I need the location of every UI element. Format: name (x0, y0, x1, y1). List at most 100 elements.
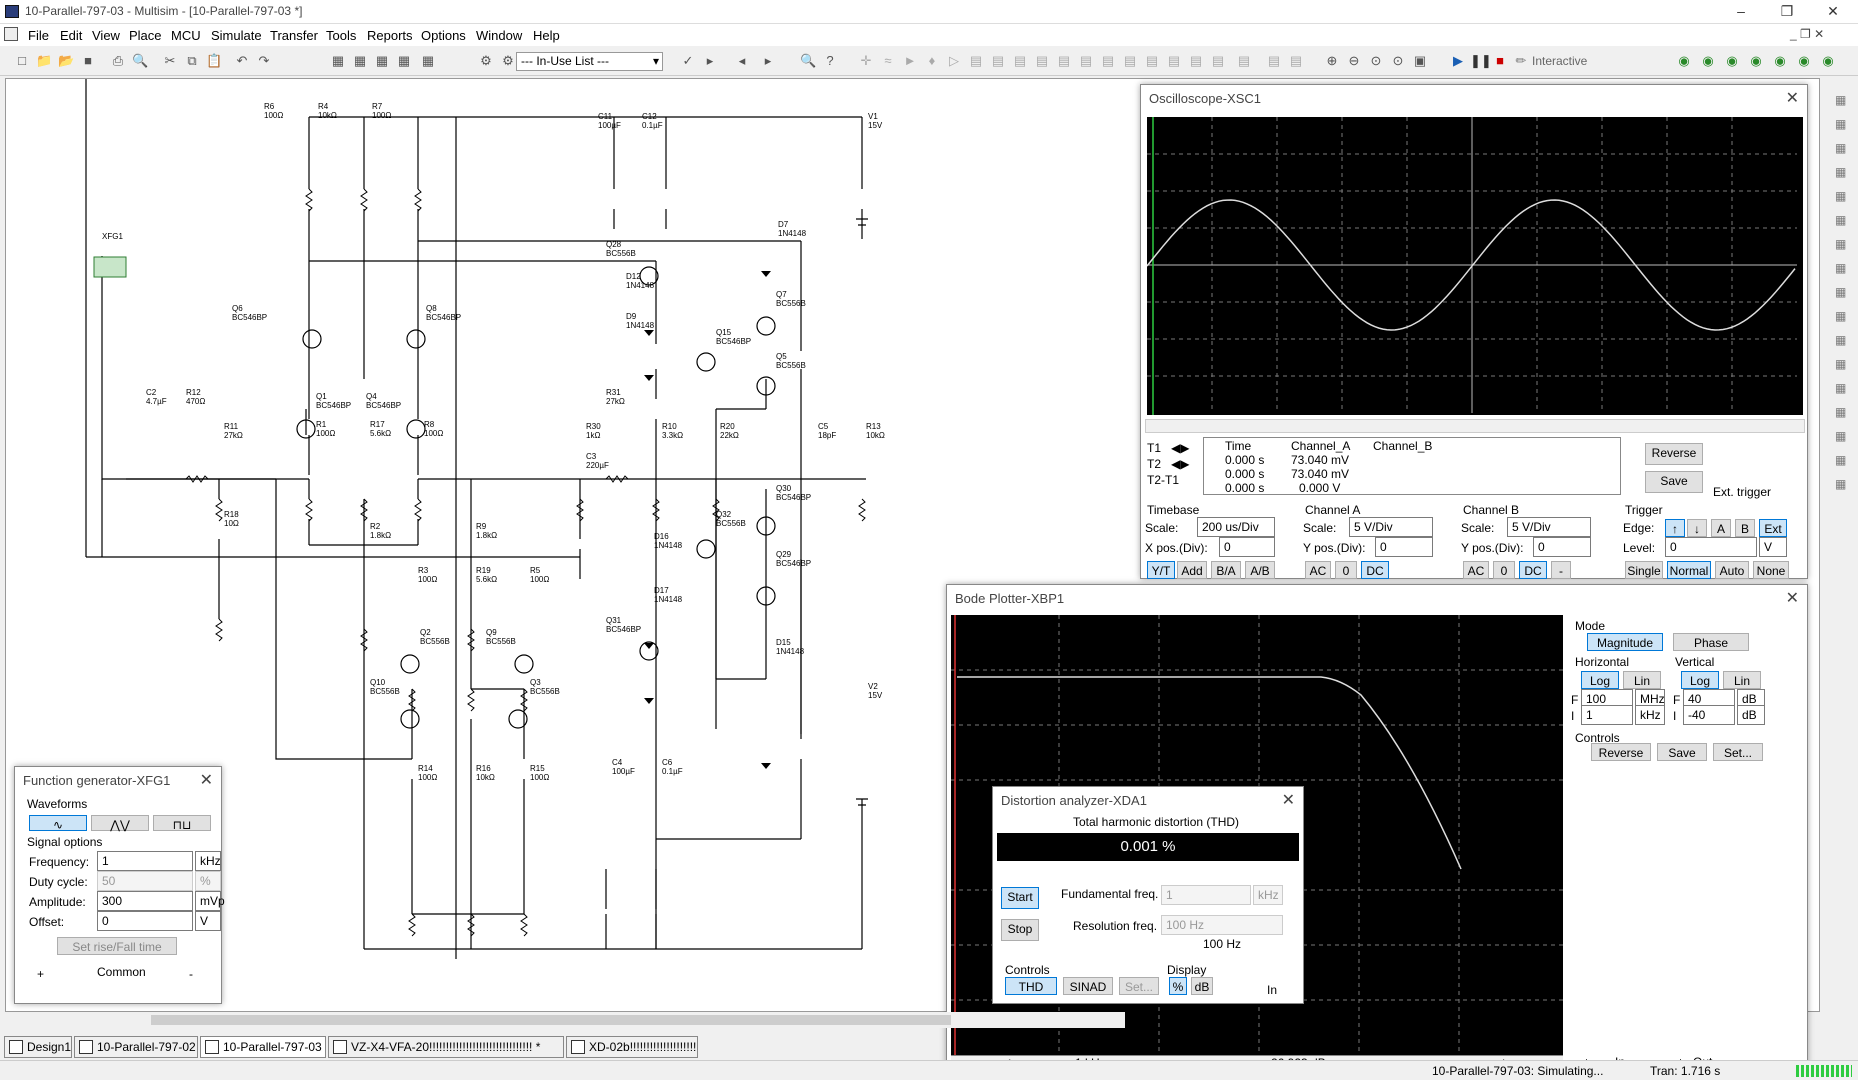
v-f-unit[interactable]: dB (1737, 689, 1765, 709)
open-icon[interactable]: 📁 (36, 53, 53, 68)
menu-help[interactable]: Help (533, 28, 560, 43)
phase-button[interactable]: Phase (1673, 633, 1749, 651)
cut-icon[interactable]: ✂ (164, 53, 176, 68)
trigger-ext-button[interactable]: Ext (1759, 519, 1787, 537)
close-icon[interactable]: ✕ (1785, 90, 1799, 107)
place-electromechanical-icon[interactable]: ▤ (1167, 53, 1181, 68)
magnitude-button[interactable]: Magnitude (1587, 633, 1663, 651)
place-mixed-icon[interactable]: ▤ (1035, 53, 1049, 68)
print-icon[interactable]: ⎙ (112, 53, 124, 68)
h-lin-button[interactable]: Lin (1623, 671, 1661, 689)
scroll-thumb[interactable] (151, 1015, 951, 1025)
reverse-button[interactable]: Reverse (1645, 443, 1703, 465)
place-wire-icon[interactable]: ▤ (1289, 53, 1303, 68)
transfer-icon[interactable]: ◂ (738, 53, 746, 68)
workspace-hscroll[interactable] (5, 1012, 1125, 1028)
place-basic-icon[interactable]: ≈ (884, 53, 892, 68)
copy-icon[interactable]: ⧉ (187, 53, 197, 68)
chb-zero-button[interactable]: 0 (1493, 561, 1515, 579)
minimize-icon[interactable]: – (1737, 3, 1745, 19)
t1-arrows-icon[interactable]: ◀▶ (1171, 441, 1190, 455)
save-icon[interactable]: ■ (84, 53, 92, 68)
place-misc-icon[interactable]: ▤ (1101, 53, 1115, 68)
menu-view[interactable]: View (92, 28, 120, 43)
place-ttl-icon[interactable]: ▤ (969, 53, 983, 68)
h-log-button[interactable]: Log (1581, 671, 1619, 689)
stop-icon[interactable]: ■ (1496, 53, 1504, 68)
cha-dc-button[interactable]: DC (1361, 561, 1389, 579)
h-f-field[interactable]: 100 (1581, 689, 1633, 709)
chb-ac-button[interactable]: AC (1463, 561, 1489, 579)
tab-design1[interactable]: Design1 (4, 1036, 72, 1058)
place-transistor-icon[interactable]: ♦ (928, 53, 936, 68)
t2-arrows-icon[interactable]: ◀▶ (1171, 457, 1190, 471)
new-icon[interactable]: □ (18, 53, 26, 68)
interactive-label[interactable]: Interactive (1532, 54, 1588, 68)
cha-ac-button[interactable]: AC (1305, 561, 1331, 579)
cha-ypos-field[interactable]: 0 (1375, 537, 1433, 557)
bode-plotter-icon[interactable]: ◉ (1774, 53, 1786, 68)
redo-icon[interactable]: ↷ (258, 53, 270, 68)
square-wave-icon[interactable]: ⊓⊔ (153, 815, 211, 832)
trigger-a-button[interactable]: A (1711, 519, 1731, 537)
menu-place[interactable]: Place (129, 28, 162, 43)
analysis-icon[interactable]: ⚙ (502, 53, 514, 68)
print-preview-icon[interactable]: 🔍 (132, 53, 149, 68)
res-freq-select[interactable]: 100 Hz (1161, 915, 1283, 935)
menu-reports[interactable]: Reports (367, 28, 413, 43)
frequency-field[interactable]: 1 (97, 851, 193, 871)
tab-797-03[interactable]: 10-Parallel-797-03 * (200, 1036, 326, 1074)
duty-unit[interactable]: % (195, 871, 221, 891)
tab-797-02[interactable]: 10-Parallel-797-02 (74, 1036, 198, 1058)
doc-window-controls[interactable]: _ ❐ ✕ (1790, 27, 1825, 41)
spreadsheet-view-icon[interactable]: ▦ (353, 53, 367, 68)
close-icon[interactable]: ✕ (1281, 792, 1295, 809)
maximize-icon[interactable]: ❐ (1780, 3, 1794, 19)
place-cmos-icon[interactable]: ▤ (991, 53, 1005, 68)
frequency-unit[interactable]: kHz (195, 851, 221, 871)
wattmeter-icon[interactable]: ◉ (1726, 53, 1738, 68)
place-source-icon[interactable]: ✛ (860, 53, 872, 68)
h-f-unit[interactable]: MHz (1635, 689, 1665, 709)
paste-icon[interactable]: 📋 (206, 53, 223, 68)
cha-scale-field[interactable]: 5 V/Div (1349, 517, 1433, 537)
erc-icon[interactable]: ✓ (682, 53, 694, 68)
zoom-area-icon[interactable]: ⊙ (1370, 53, 1382, 68)
start-button[interactable]: Start (1001, 887, 1039, 909)
sinad-button[interactable]: SINAD (1063, 977, 1113, 995)
menu-simulate[interactable]: Simulate (211, 28, 262, 43)
document-icon[interactable] (4, 27, 18, 41)
postprocessor-icon[interactable]: ▦ (397, 53, 411, 68)
place-diode-icon[interactable]: ► (903, 53, 917, 68)
close-icon[interactable]: ✕ (199, 772, 213, 789)
falling-edge-icon[interactable]: ↓ (1687, 519, 1707, 537)
function-gen-icon[interactable]: ◉ (1702, 53, 1714, 68)
zoom-sheet-icon[interactable]: ⊙ (1392, 53, 1404, 68)
run-icon[interactable]: ▶ (1453, 53, 1463, 68)
zoom-out-icon[interactable]: ⊖ (1348, 53, 1360, 68)
h-i-field[interactable]: 1 (1581, 705, 1633, 725)
level-field[interactable]: 0 (1665, 537, 1757, 557)
hierarchical-block-icon[interactable]: ▤ (1237, 53, 1251, 68)
bode-save-button[interactable]: Save (1657, 743, 1707, 761)
chb-scale-field[interactable]: 5 V/Div (1507, 517, 1591, 537)
chb-invert-button[interactable]: - (1551, 561, 1571, 579)
v-log-button[interactable]: Log (1681, 671, 1719, 689)
chb-ypos-field[interactable]: 0 (1533, 537, 1591, 557)
close-icon[interactable]: ✕ (1785, 590, 1799, 607)
yt-button[interactable]: Y/T (1147, 561, 1175, 579)
oscilloscope-screen[interactable] (1146, 117, 1803, 415)
offset-field[interactable]: 0 (97, 911, 193, 931)
zoom-in-icon[interactable]: ⊕ (1326, 53, 1338, 68)
cha-zero-button[interactable]: 0 (1335, 561, 1357, 579)
menu-options[interactable]: Options (421, 28, 466, 43)
menu-tools[interactable]: Tools (326, 28, 357, 43)
single-button[interactable]: Single (1625, 561, 1663, 579)
sine-wave-icon[interactable]: ∿ (29, 815, 87, 832)
da-set-button[interactable]: Set... (1119, 977, 1159, 995)
chb-dc-button[interactable]: DC (1519, 561, 1547, 579)
place-analog-icon[interactable]: ▷ (949, 53, 959, 68)
oscilloscope-hscroll[interactable] (1145, 419, 1805, 433)
fund-freq-field[interactable]: 1 (1161, 885, 1251, 905)
rise-fall-button[interactable]: Set rise/Fall time (57, 937, 177, 955)
